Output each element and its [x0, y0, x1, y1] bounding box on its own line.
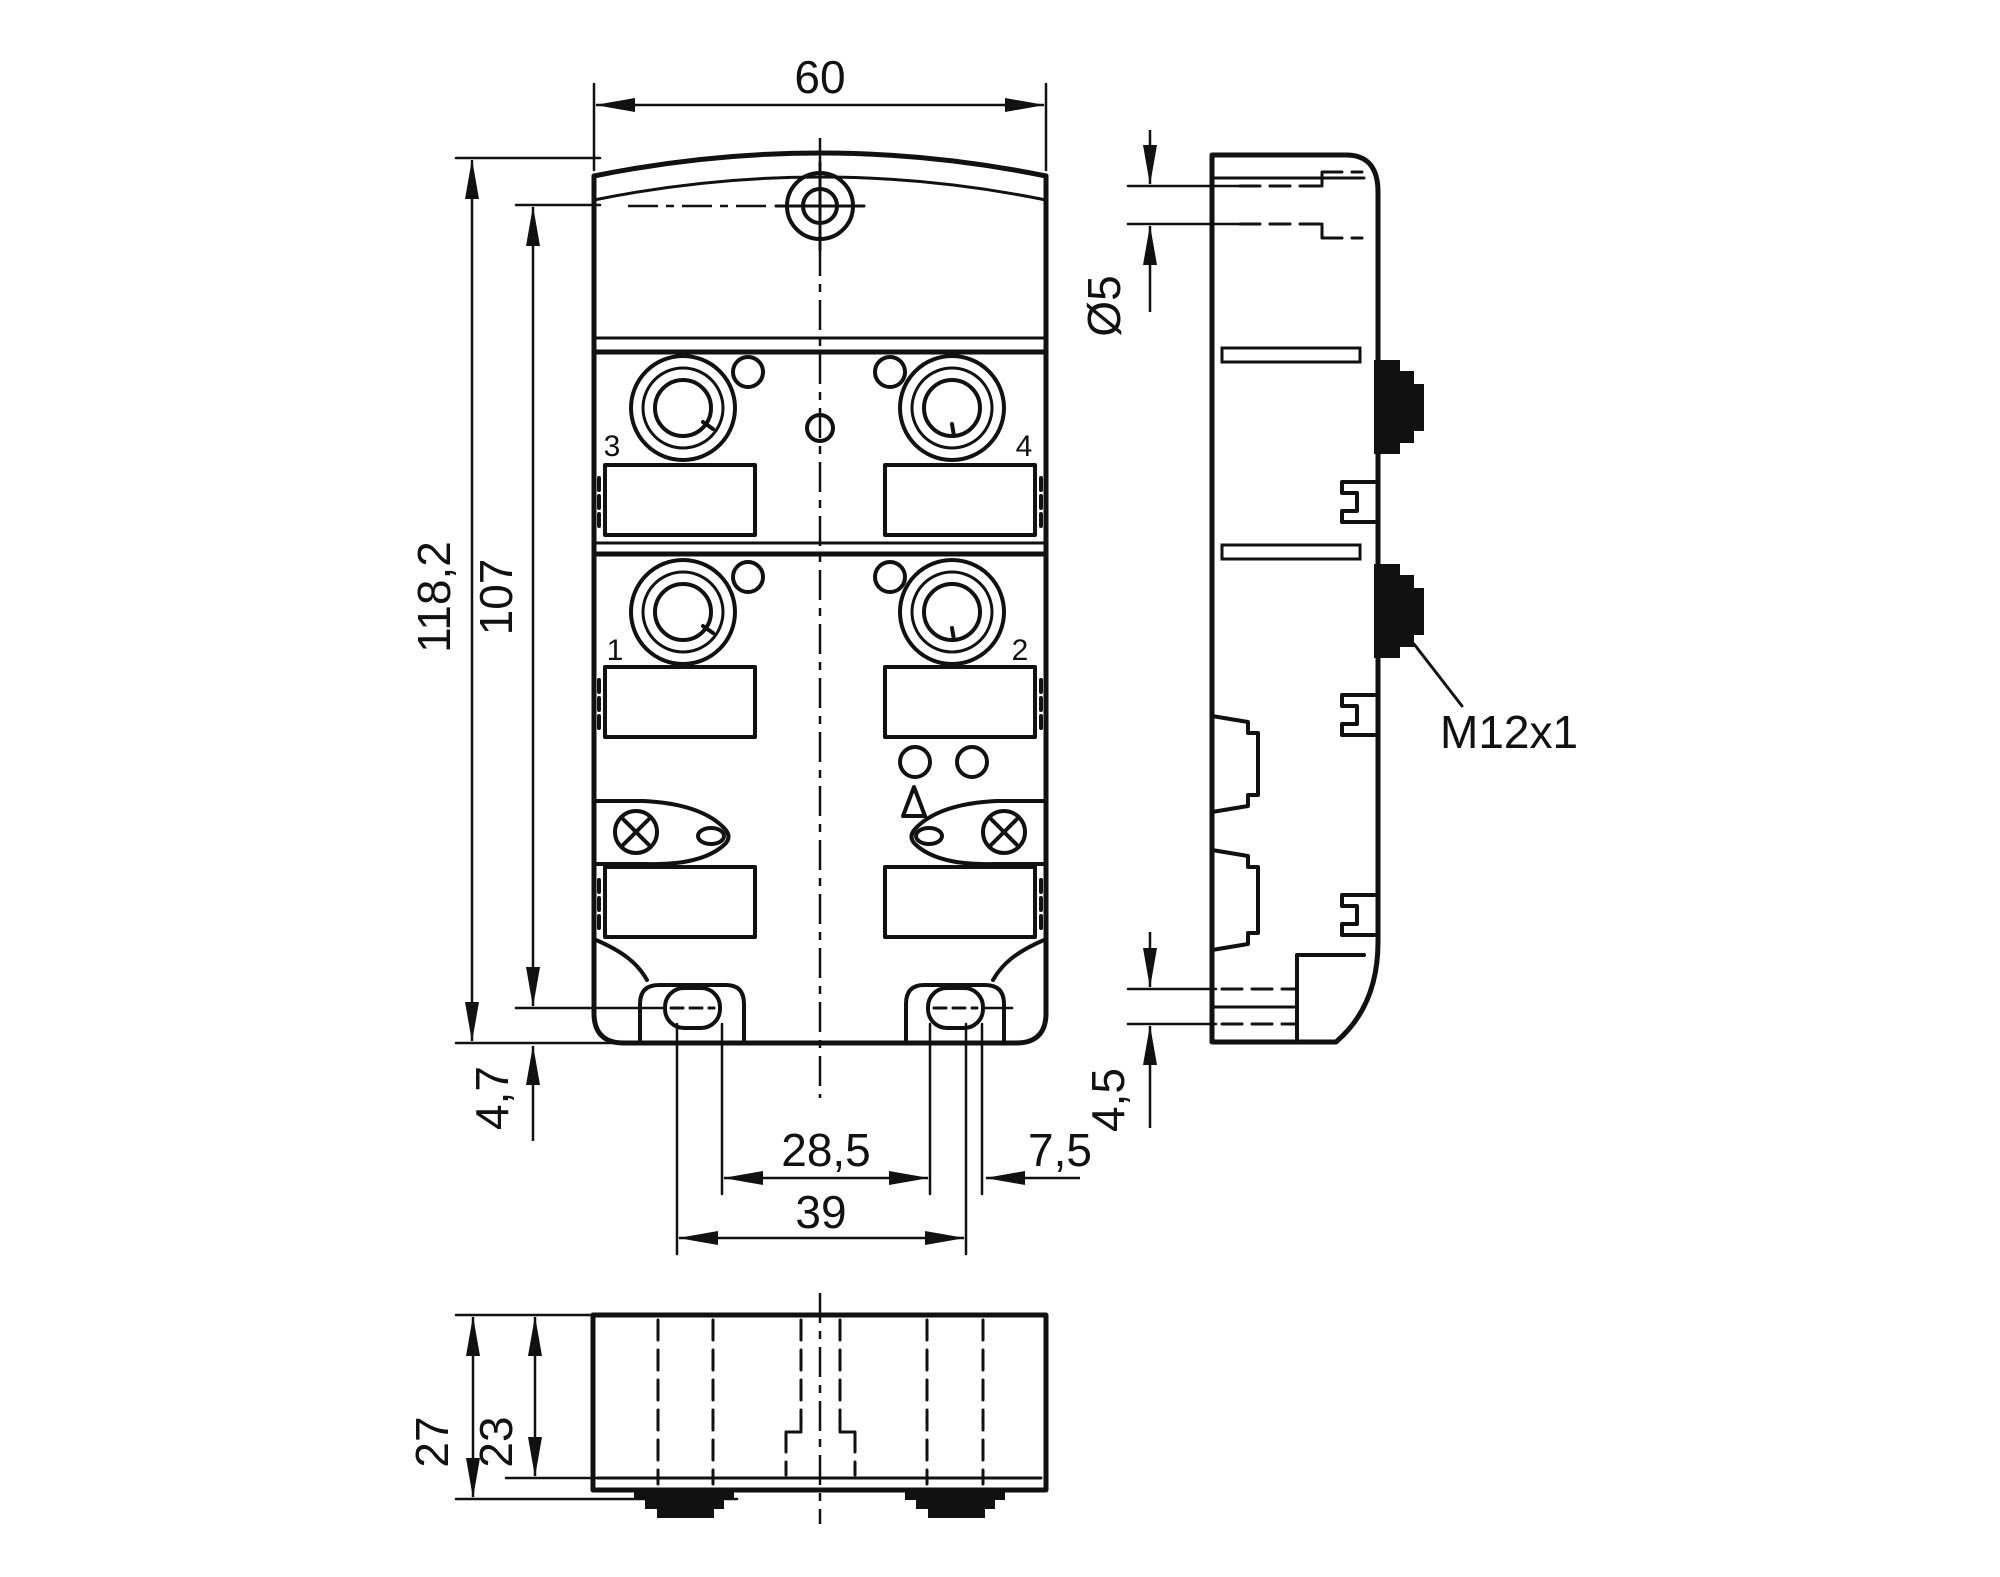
svg-text:27: 27 — [406, 1416, 458, 1467]
keyhole-right-icon — [909, 799, 1045, 867]
port3-number: 3 — [604, 430, 621, 463]
foot-pad — [904, 983, 1006, 1043]
label-plate — [883, 865, 1037, 939]
side-outline — [1209, 152, 1381, 1045]
port2-led-icon — [873, 560, 907, 594]
port3-led-icon — [731, 355, 765, 389]
label-plate — [603, 463, 757, 537]
bottom-hidden-lines — [656, 1318, 985, 1486]
port4-number: 4 — [1016, 430, 1033, 463]
svg-text:60: 60 — [794, 51, 845, 103]
plate-side-ticks — [597, 878, 1043, 930]
label-plate — [603, 865, 757, 939]
m12-connector-profile-icon — [1374, 564, 1424, 658]
dim-side-bottom-offset: 4,5 — [1082, 932, 1218, 1132]
m12-socket-port4-icon — [898, 354, 1006, 462]
svg-text:4,5: 4,5 — [1082, 1068, 1134, 1132]
svg-text:4,7: 4,7 — [466, 1066, 518, 1130]
svg-text:23: 23 — [470, 1416, 522, 1467]
foot-pad — [638, 983, 746, 1043]
svg-text:7,5: 7,5 — [1028, 1124, 1092, 1176]
clip-icon — [1340, 480, 1380, 524]
plate-side-ticks — [597, 678, 1043, 730]
screw-head-icon — [628, 160, 866, 252]
svg-text:118,2: 118,2 — [408, 541, 460, 653]
center-hole-icon — [805, 413, 835, 443]
thread-label: M12x1 — [1440, 706, 1578, 758]
keyhole-left-icon — [595, 799, 731, 867]
status-led-icon — [898, 745, 932, 779]
side-slot — [1220, 346, 1362, 364]
label-plate — [603, 665, 757, 739]
slot-extension-lines — [675, 1022, 984, 1256]
svg-text:28,5: 28,5 — [781, 1124, 871, 1176]
side-slot — [1220, 543, 1362, 561]
foot-curve — [594, 938, 649, 982]
clip-icon — [1340, 893, 1380, 937]
side-view-dimensions: Ø5 4,5 M12x1 — [1078, 130, 1578, 1132]
dim-inner-height: 107 — [470, 203, 667, 1010]
m12-socket-port1-icon — [629, 558, 737, 666]
foot-curve — [991, 938, 1046, 982]
housing-outline — [591, 150, 1049, 1046]
m12-socket-port2-icon — [898, 558, 1006, 666]
dim-top-width: 60 — [592, 51, 1048, 172]
side-view — [1209, 152, 1424, 1045]
side-foot — [1213, 953, 1366, 1044]
thread-callout: M12x1 — [1412, 642, 1578, 758]
dim-depth-overall: 27 — [406, 1316, 480, 1498]
dim-slot-spacing-inner: 28,5 — [723, 1124, 929, 1185]
plate-side-ticks — [597, 476, 1043, 528]
dim-depth-body: 23 — [470, 1316, 542, 1477]
m12-socket-port3-icon — [629, 354, 737, 462]
bottom-view — [590, 1293, 1049, 1524]
front-view: 3 4 1 2 — [591, 138, 1049, 1098]
bottom-view-dimensions: 27 23 — [406, 1313, 739, 1501]
side-notch — [1210, 848, 1260, 952]
svg-text:Ø5: Ø5 — [1078, 275, 1130, 336]
svg-text:39: 39 — [795, 1186, 846, 1238]
port1-led-icon — [731, 560, 765, 594]
leader-line — [1412, 642, 1464, 708]
dim-hole-diameter: Ø5 — [1078, 130, 1248, 337]
front-view-dimensions: 60 118,2 107 4,7 — [408, 51, 1092, 1256]
dim-slot-spacing-outer: 39 — [678, 1186, 965, 1245]
marker-triangle-icon — [901, 785, 927, 818]
svg-text:107: 107 — [470, 559, 522, 636]
label-plate — [883, 665, 1037, 739]
clip-icon — [1340, 693, 1380, 737]
dim-bottom-offset: 4,7 — [466, 1045, 540, 1141]
screw-hole-hidden-outline — [1238, 170, 1364, 240]
foot-profile-icon — [905, 1491, 1005, 1518]
status-led-icon — [955, 745, 989, 779]
side-notch — [1210, 714, 1260, 814]
port1-number: 1 — [607, 634, 624, 667]
port4-led-icon — [873, 355, 907, 389]
dim-overall-height: 118,2 — [408, 156, 794, 1045]
dim-slot-offset: 7,5 — [985, 1124, 1092, 1185]
port2-number: 2 — [1012, 634, 1029, 667]
m12-connector-profile-icon — [1374, 360, 1424, 454]
foot-profile-icon — [634, 1491, 734, 1518]
label-plate — [883, 463, 1037, 537]
